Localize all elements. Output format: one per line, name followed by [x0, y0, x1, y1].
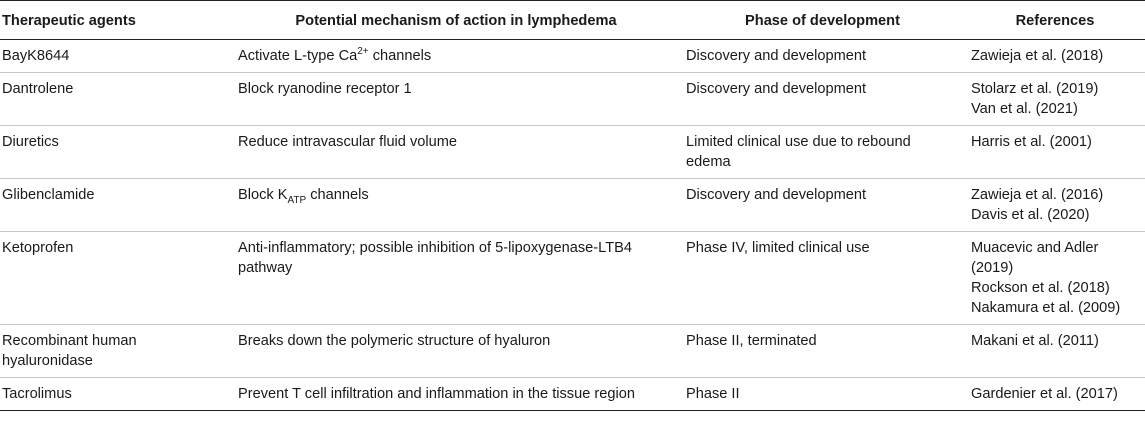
- references-cell: Makani et al. (2011): [965, 324, 1145, 378]
- table-row: Glibenclamide Block KATP channels Discov…: [0, 178, 1145, 232]
- phase-cell: Limited clinical use due to rebound edem…: [680, 125, 965, 179]
- phase-cell: Phase II: [680, 377, 965, 411]
- references-cell: Harris et al. (2001): [965, 125, 1145, 179]
- column-header-agents: Therapeutic agents: [0, 0, 232, 40]
- mechanism-text: Block K: [238, 187, 288, 203]
- references-cell: Muacevic and Adler (2019) Rockson et al.…: [965, 231, 1145, 325]
- mechanism-cell: Block KATP channels: [232, 178, 680, 232]
- mechanism-subscript: ATP: [287, 194, 307, 206]
- phase-cell: Phase IV, limited clinical use: [680, 231, 965, 325]
- mechanism-cell: Activate L-type Ca2+ channels: [232, 39, 680, 73]
- table-row: Recombinant human hyaluronidase Breaks d…: [0, 324, 1145, 378]
- column-header-mechanism: Potential mechanism of action in lymphed…: [232, 0, 680, 40]
- reference-item: Harris et al. (2001): [971, 134, 1092, 150]
- reference-item: Zawieja et al. (2016): [971, 187, 1104, 203]
- phase-cell: Phase II, terminated: [680, 324, 965, 378]
- agent-cell: Recombinant human hyaluronidase: [0, 324, 232, 378]
- reference-item: Zawieja et al. (2018): [971, 48, 1104, 64]
- reference-item: Davis et al. (2020): [971, 207, 1090, 223]
- agent-cell: BayK8644: [0, 39, 232, 73]
- table-row: Dantrolene Block ryanodine receptor 1 Di…: [0, 72, 1145, 126]
- reference-item: Rockson et al. (2018): [971, 280, 1110, 296]
- reference-item: Nakamura et al. (2009): [971, 300, 1121, 316]
- mechanism-text: Activate L-type Ca: [238, 48, 358, 64]
- column-header-references: References: [965, 0, 1145, 40]
- agent-cell: Glibenclamide: [0, 178, 232, 232]
- table-row: BayK8644 Activate L-type Ca2+ channels D…: [0, 39, 1145, 73]
- reference-item: Makani et al. (2011): [971, 333, 1099, 349]
- agent-cell: Dantrolene: [0, 72, 232, 126]
- references-cell: Zawieja et al. (2016) Davis et al. (2020…: [965, 178, 1145, 232]
- mechanism-cell: Anti-inflammatory; possible inhibition o…: [232, 231, 680, 325]
- references-cell: Gardenier et al. (2017): [965, 377, 1145, 411]
- mechanism-cell: Reduce intravascular fluid volume: [232, 125, 680, 179]
- table-row: Ketoprofen Anti-inflammatory; possible i…: [0, 231, 1145, 325]
- mechanism-cell: Block ryanodine receptor 1: [232, 72, 680, 126]
- agent-cell: Ketoprofen: [0, 231, 232, 325]
- table-header-row: Therapeutic agents Potential mechanism o…: [0, 0, 1145, 40]
- mechanism-text-suffix: channels: [368, 48, 432, 64]
- mechanism-cell: Breaks down the polymeric structure of h…: [232, 324, 680, 378]
- agent-cell: Diuretics: [0, 125, 232, 179]
- phase-cell: Discovery and development: [680, 39, 965, 73]
- reference-item: Van et al. (2021): [971, 101, 1078, 117]
- column-header-phase: Phase of development: [680, 0, 965, 40]
- table-row: Tacrolimus Prevent T cell infiltration a…: [0, 377, 1145, 411]
- phase-cell: Discovery and development: [680, 178, 965, 232]
- agent-cell: Tacrolimus: [0, 377, 232, 411]
- references-cell: Zawieja et al. (2018): [965, 39, 1145, 73]
- phase-cell: Discovery and development: [680, 72, 965, 126]
- mechanism-cell: Prevent T cell infiltration and inflamma…: [232, 377, 680, 411]
- reference-item: Gardenier et al. (2017): [971, 386, 1118, 402]
- table-row: Diuretics Reduce intravascular fluid vol…: [0, 125, 1145, 179]
- mechanism-text-suffix: channels: [306, 187, 369, 203]
- mechanism-superscript: 2+: [357, 46, 369, 58]
- reference-item: Stolarz et al. (2019): [971, 81, 1099, 97]
- therapeutic-agents-table: Therapeutic agents Potential mechanism o…: [0, 0, 1145, 411]
- references-cell: Stolarz et al. (2019) Van et al. (2021): [965, 72, 1145, 126]
- reference-item: Muacevic and Adler (2019): [971, 240, 1099, 276]
